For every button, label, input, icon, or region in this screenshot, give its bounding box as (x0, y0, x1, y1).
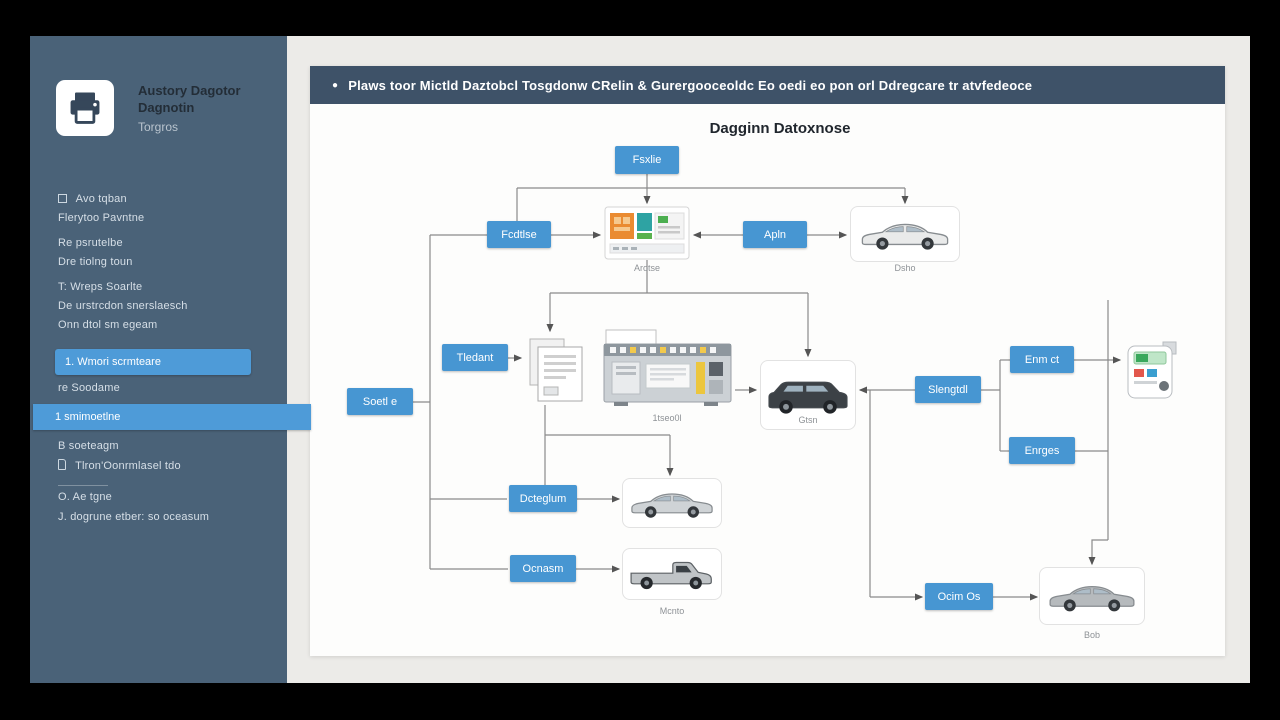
diagram-node-enmct[interactable]: Enm ct (1010, 346, 1074, 373)
diagram-node-dcteglum[interactable]: Dcteglum (509, 485, 577, 512)
diagram-node-fcdtlse[interactable]: Fcdtlse (487, 221, 551, 248)
silver-sedan-card (622, 478, 722, 528)
sidebar-item-3[interactable]: Dre tiolng toun (58, 256, 133, 268)
icon-caption-mcnto: Mcnto (659, 606, 685, 616)
sidebar-item-label: Onn dtol sm egeam (58, 319, 158, 331)
sidebar-item-label: J. dogrune etber: so oceasum (58, 511, 210, 523)
sedan-car-icon (857, 214, 953, 254)
sidebar-item-label: Flerytoo Pavntne (58, 212, 145, 224)
sidebar-item-label: Tlron'Oonrmlasel tdo (75, 460, 181, 472)
sidebar-item-label: O. Ae tgne (58, 491, 112, 503)
icon-caption-dsho: Dsho (894, 263, 916, 273)
diagram-node-ocnasm[interactable]: Ocnasm (510, 555, 576, 582)
pickup-truck-icon (627, 553, 717, 595)
bullet-icon: ● (332, 79, 339, 91)
main-panel: ● Plaws toor Mictld Daztobcl Tosgdonw CR… (310, 66, 1225, 656)
sidebar-item-label: 1 smimoetlne (55, 411, 121, 423)
documents-icon (529, 338, 583, 402)
sidebar-item-2[interactable]: Re psrutelbe (58, 237, 123, 249)
diagnostic-device-icon (1127, 341, 1177, 399)
analyzer-machine-icon (604, 206, 690, 260)
icon-caption-bob: Bob (1083, 630, 1100, 640)
white-sedan-card (850, 206, 960, 262)
sidebar-item-label: 1. Wmori scrmteare (65, 356, 161, 368)
app-logo (56, 80, 114, 136)
copier-machine-icon (603, 329, 732, 406)
sidebar-item-4[interactable]: T: Wreps Soarlte (58, 281, 142, 293)
gray-sedan-card (1039, 567, 1145, 625)
icon-caption-gtsn: Gtsn (798, 415, 818, 425)
app-title-line3: Torgros (138, 120, 179, 134)
diagram-canvas: Dagginn Datoxnose (310, 104, 1225, 656)
diagram-node-ocimos[interactable]: Ocim Os (925, 583, 993, 610)
sedan-car-icon (1045, 576, 1139, 616)
icon-caption-itseool: 1tseo0l (652, 413, 682, 423)
sidebar-item-10[interactable]: B soeteagm (58, 440, 119, 452)
printer-icon (70, 92, 100, 124)
diagram-title: Dagginn Datoxnose (709, 120, 851, 137)
diagram-node-apln[interactable]: Apln (743, 221, 807, 248)
sedan-car-icon (627, 484, 717, 522)
sidebar-item-5[interactable]: De urstrcdon snerslaesch (58, 300, 188, 312)
diagram-node-fsxlie[interactable]: Fsxlie (615, 146, 679, 174)
app-window: Austory Dagotor Dagnotin Torgros Avo tqb… (30, 36, 1250, 683)
app-title-line2: Dagnotin (138, 100, 195, 115)
sidebar-item-active-button[interactable]: 1. Wmori scrmteare (55, 349, 251, 375)
sidebar-item-6[interactable]: Onn dtol sm egeam (58, 319, 157, 331)
sidebar-item-label: Re psrutelbe (58, 237, 123, 249)
panel-header: ● Plaws toor Mictld Daztobcl Tosgdonw CR… (310, 66, 1225, 104)
grid-icon (58, 194, 67, 203)
sidebar-item-label: De urstrcdon snerslaesch (58, 300, 188, 312)
suv-card (760, 360, 856, 430)
diagram-node-tledant[interactable]: Tledant (442, 344, 508, 371)
sidebar-item-0[interactable]: Avo tqban (58, 193, 127, 205)
app-title-line1: Austory Dagotor (138, 83, 241, 98)
sidebar-item-label: B soeteagm (58, 440, 119, 452)
sidebar-divider (58, 485, 108, 486)
diagram-node-slengtdl[interactable]: Slengtdl (915, 376, 981, 403)
app-title: Austory Dagotor Dagnotin Torgros (138, 82, 288, 136)
document-icon (58, 459, 66, 470)
sidebar-item-label: Dre tiolng toun (58, 256, 133, 268)
sidebar-item-12[interactable]: O. Ae tgne (58, 491, 112, 503)
sidebar-item-11[interactable]: Tlron'Oonrmlasel tdo (58, 459, 181, 472)
panel-header-text: Plaws toor Mictld Daztobcl Tosgdonw CRel… (348, 77, 1033, 93)
sidebar-item-8[interactable]: re Soodame (58, 382, 120, 394)
diagram-node-soetle[interactable]: Soetl e (347, 388, 413, 415)
sidebar-item-label: T: Wreps Soarlte (58, 281, 143, 293)
sidebar-item-13[interactable]: J. dogrune etber: so oceasum (58, 511, 209, 523)
diagram-node-enrges[interactable]: Enrges (1009, 437, 1075, 464)
suv-car-icon (764, 371, 852, 419)
sidebar: Austory Dagotor Dagnotin Torgros Avo tqb… (30, 36, 311, 683)
icon-caption-arotse: Arotse (633, 263, 660, 273)
pickup-truck-card (622, 548, 722, 600)
sidebar-item-label: Avo tqban (75, 193, 127, 205)
sidebar-item-1[interactable]: Flerytoo Pavntne (58, 212, 144, 224)
sidebar-item-label: re Soodame (58, 382, 120, 394)
sidebar-item-active-bar[interactable]: 1 smimoetlne (33, 404, 311, 430)
